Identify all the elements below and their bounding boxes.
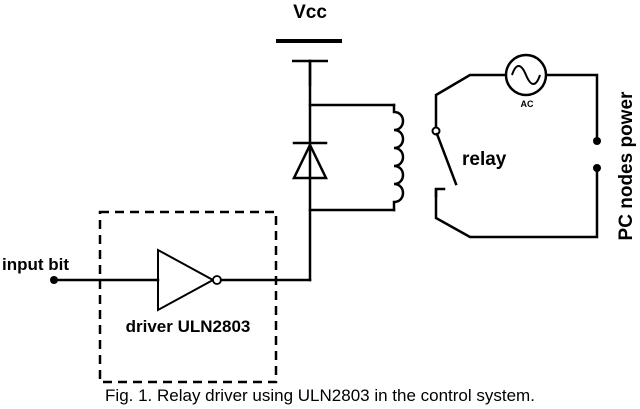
relay-coil [392,103,405,212]
ac-source [504,53,548,97]
pc-terminal-top [593,137,601,145]
ac-label: AC [521,99,534,109]
relay-loop-bottom [434,166,599,239]
driver-box [98,210,278,384]
figure-caption: Fig. 1. Relay driver using ULN2803 in th… [105,386,535,405]
relay-contact-hook [434,187,446,198]
driver-label: driver ULN2803 [126,317,251,336]
relay-label: relay [462,149,507,170]
pc-power-label: PC nodes power [616,91,637,240]
input-label: input bit [2,255,69,274]
vcc-label: Vcc [293,2,327,23]
ac-right-wire [545,73,599,142]
relay-loop-top [434,73,507,131]
inverter-gate [157,248,222,312]
flyback-diode [292,141,328,180]
pc-terminal-bottom [593,164,601,172]
relay-switch-arm [435,132,458,186]
